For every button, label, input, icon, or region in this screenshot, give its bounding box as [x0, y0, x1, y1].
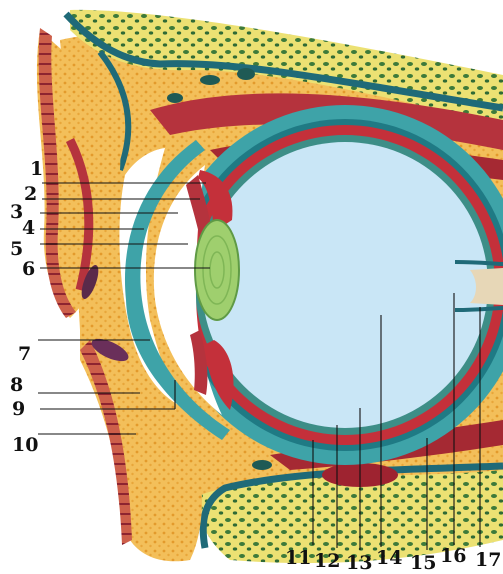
label-15: 15 [410, 554, 436, 573]
label-11: 11 [285, 549, 311, 568]
label-1: 1 [30, 160, 43, 179]
label-14: 14 [376, 549, 402, 568]
label-9: 9 [12, 400, 25, 419]
label-2: 2 [24, 185, 37, 204]
orbital-vessel-3 [237, 68, 255, 80]
label-4: 4 [22, 219, 35, 238]
label-16: 16 [440, 547, 466, 566]
lens [195, 220, 239, 320]
label-12: 12 [314, 552, 340, 571]
infraorbital-vessel-2 [200, 75, 220, 85]
infraorbital-vessel-1 [252, 460, 272, 470]
orbital-vessel-4 [167, 93, 183, 103]
label-5: 5 [10, 240, 23, 259]
label-13: 13 [346, 554, 372, 573]
label-7: 7 [18, 345, 31, 364]
vitreous-body [202, 142, 488, 428]
label-6: 6 [22, 260, 35, 279]
label-17: 17 [475, 551, 501, 570]
label-10: 10 [12, 436, 38, 455]
label-8: 8 [10, 376, 23, 395]
